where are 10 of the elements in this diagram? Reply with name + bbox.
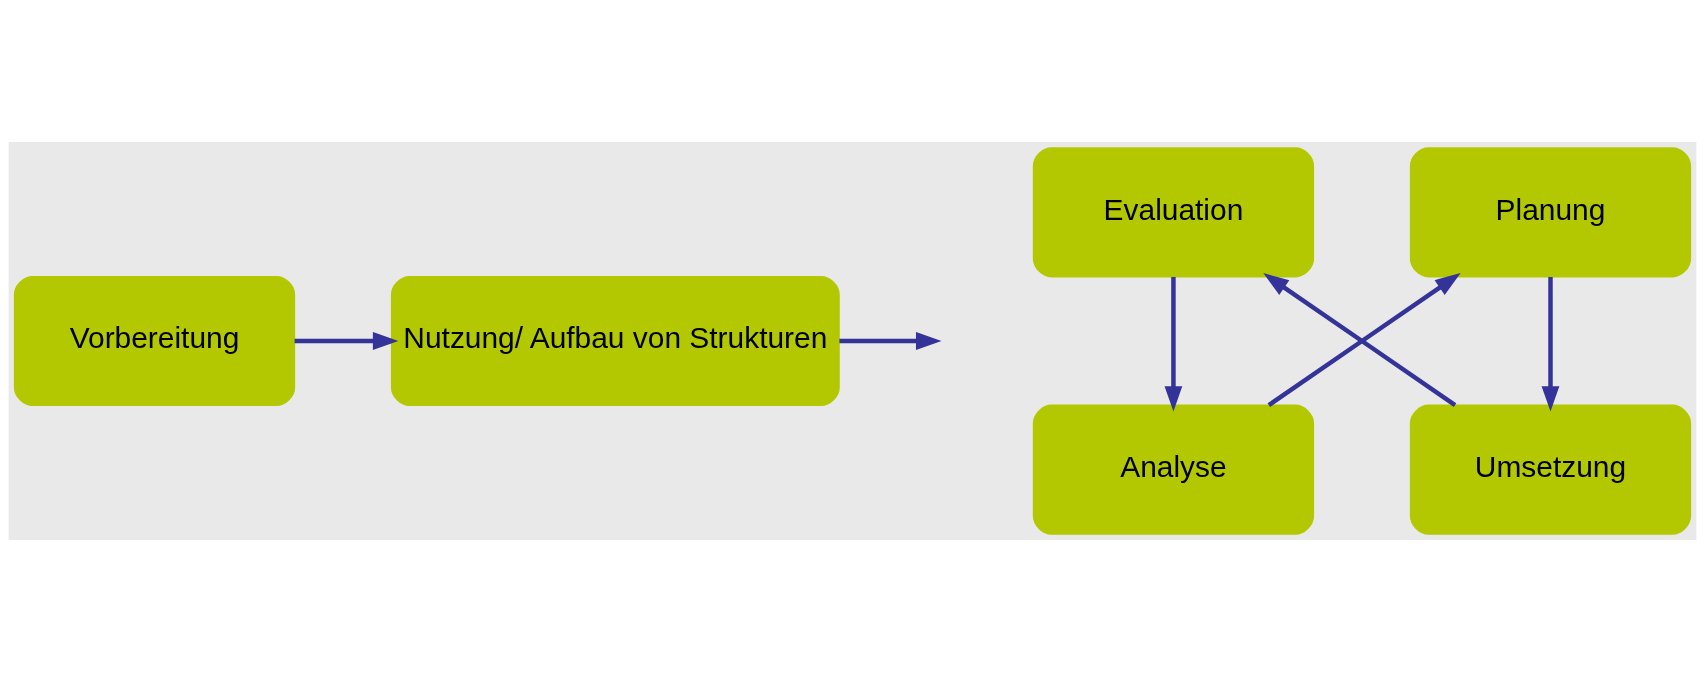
node-box: Planung [1409,147,1692,278]
node-box: Vorbereitung [13,275,296,407]
node-box: Evaluation [1032,147,1315,278]
node-box: Umsetzung [1409,404,1692,535]
arrow [294,332,399,350]
node-box: Analyse [1032,404,1315,535]
node-box: Nutzung/ Aufbau von Strukturen [390,275,840,407]
arrow [839,332,942,350]
arrow [1164,277,1183,412]
arrow [1541,277,1560,412]
